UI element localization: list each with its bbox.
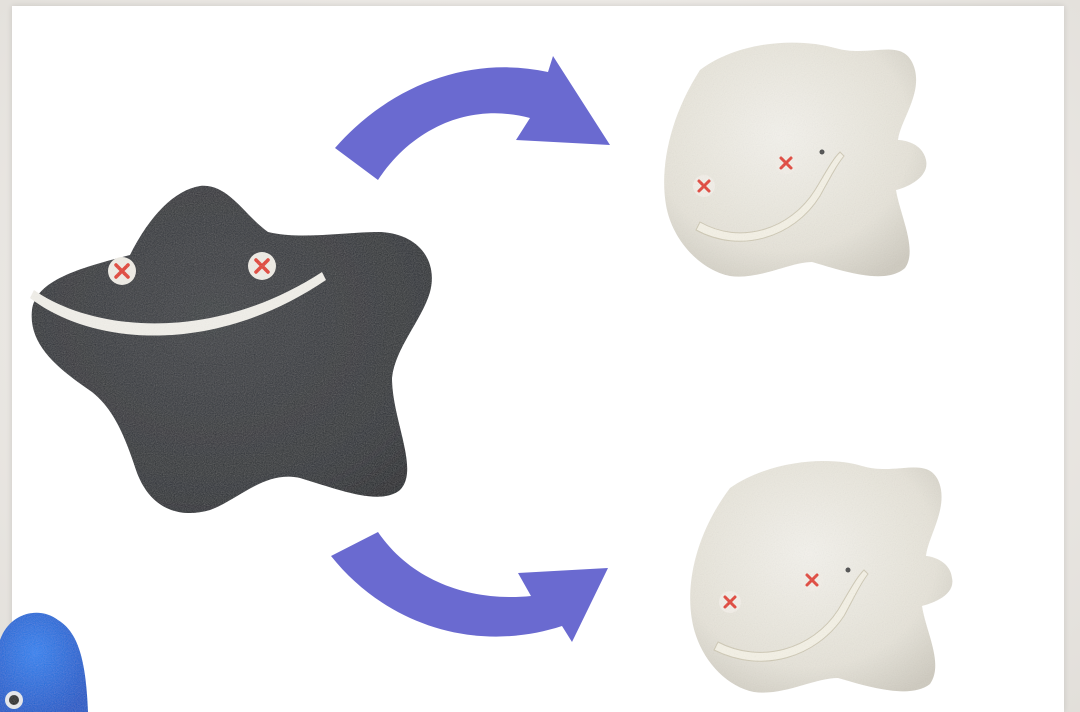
upper-arrow: [335, 56, 610, 180]
lower-arrow: [331, 532, 608, 642]
upper-white-plush: [664, 43, 926, 277]
dark-star-plush: [30, 186, 432, 513]
blue-plush-partial: [0, 613, 88, 712]
lower-white-plush: [690, 461, 952, 693]
